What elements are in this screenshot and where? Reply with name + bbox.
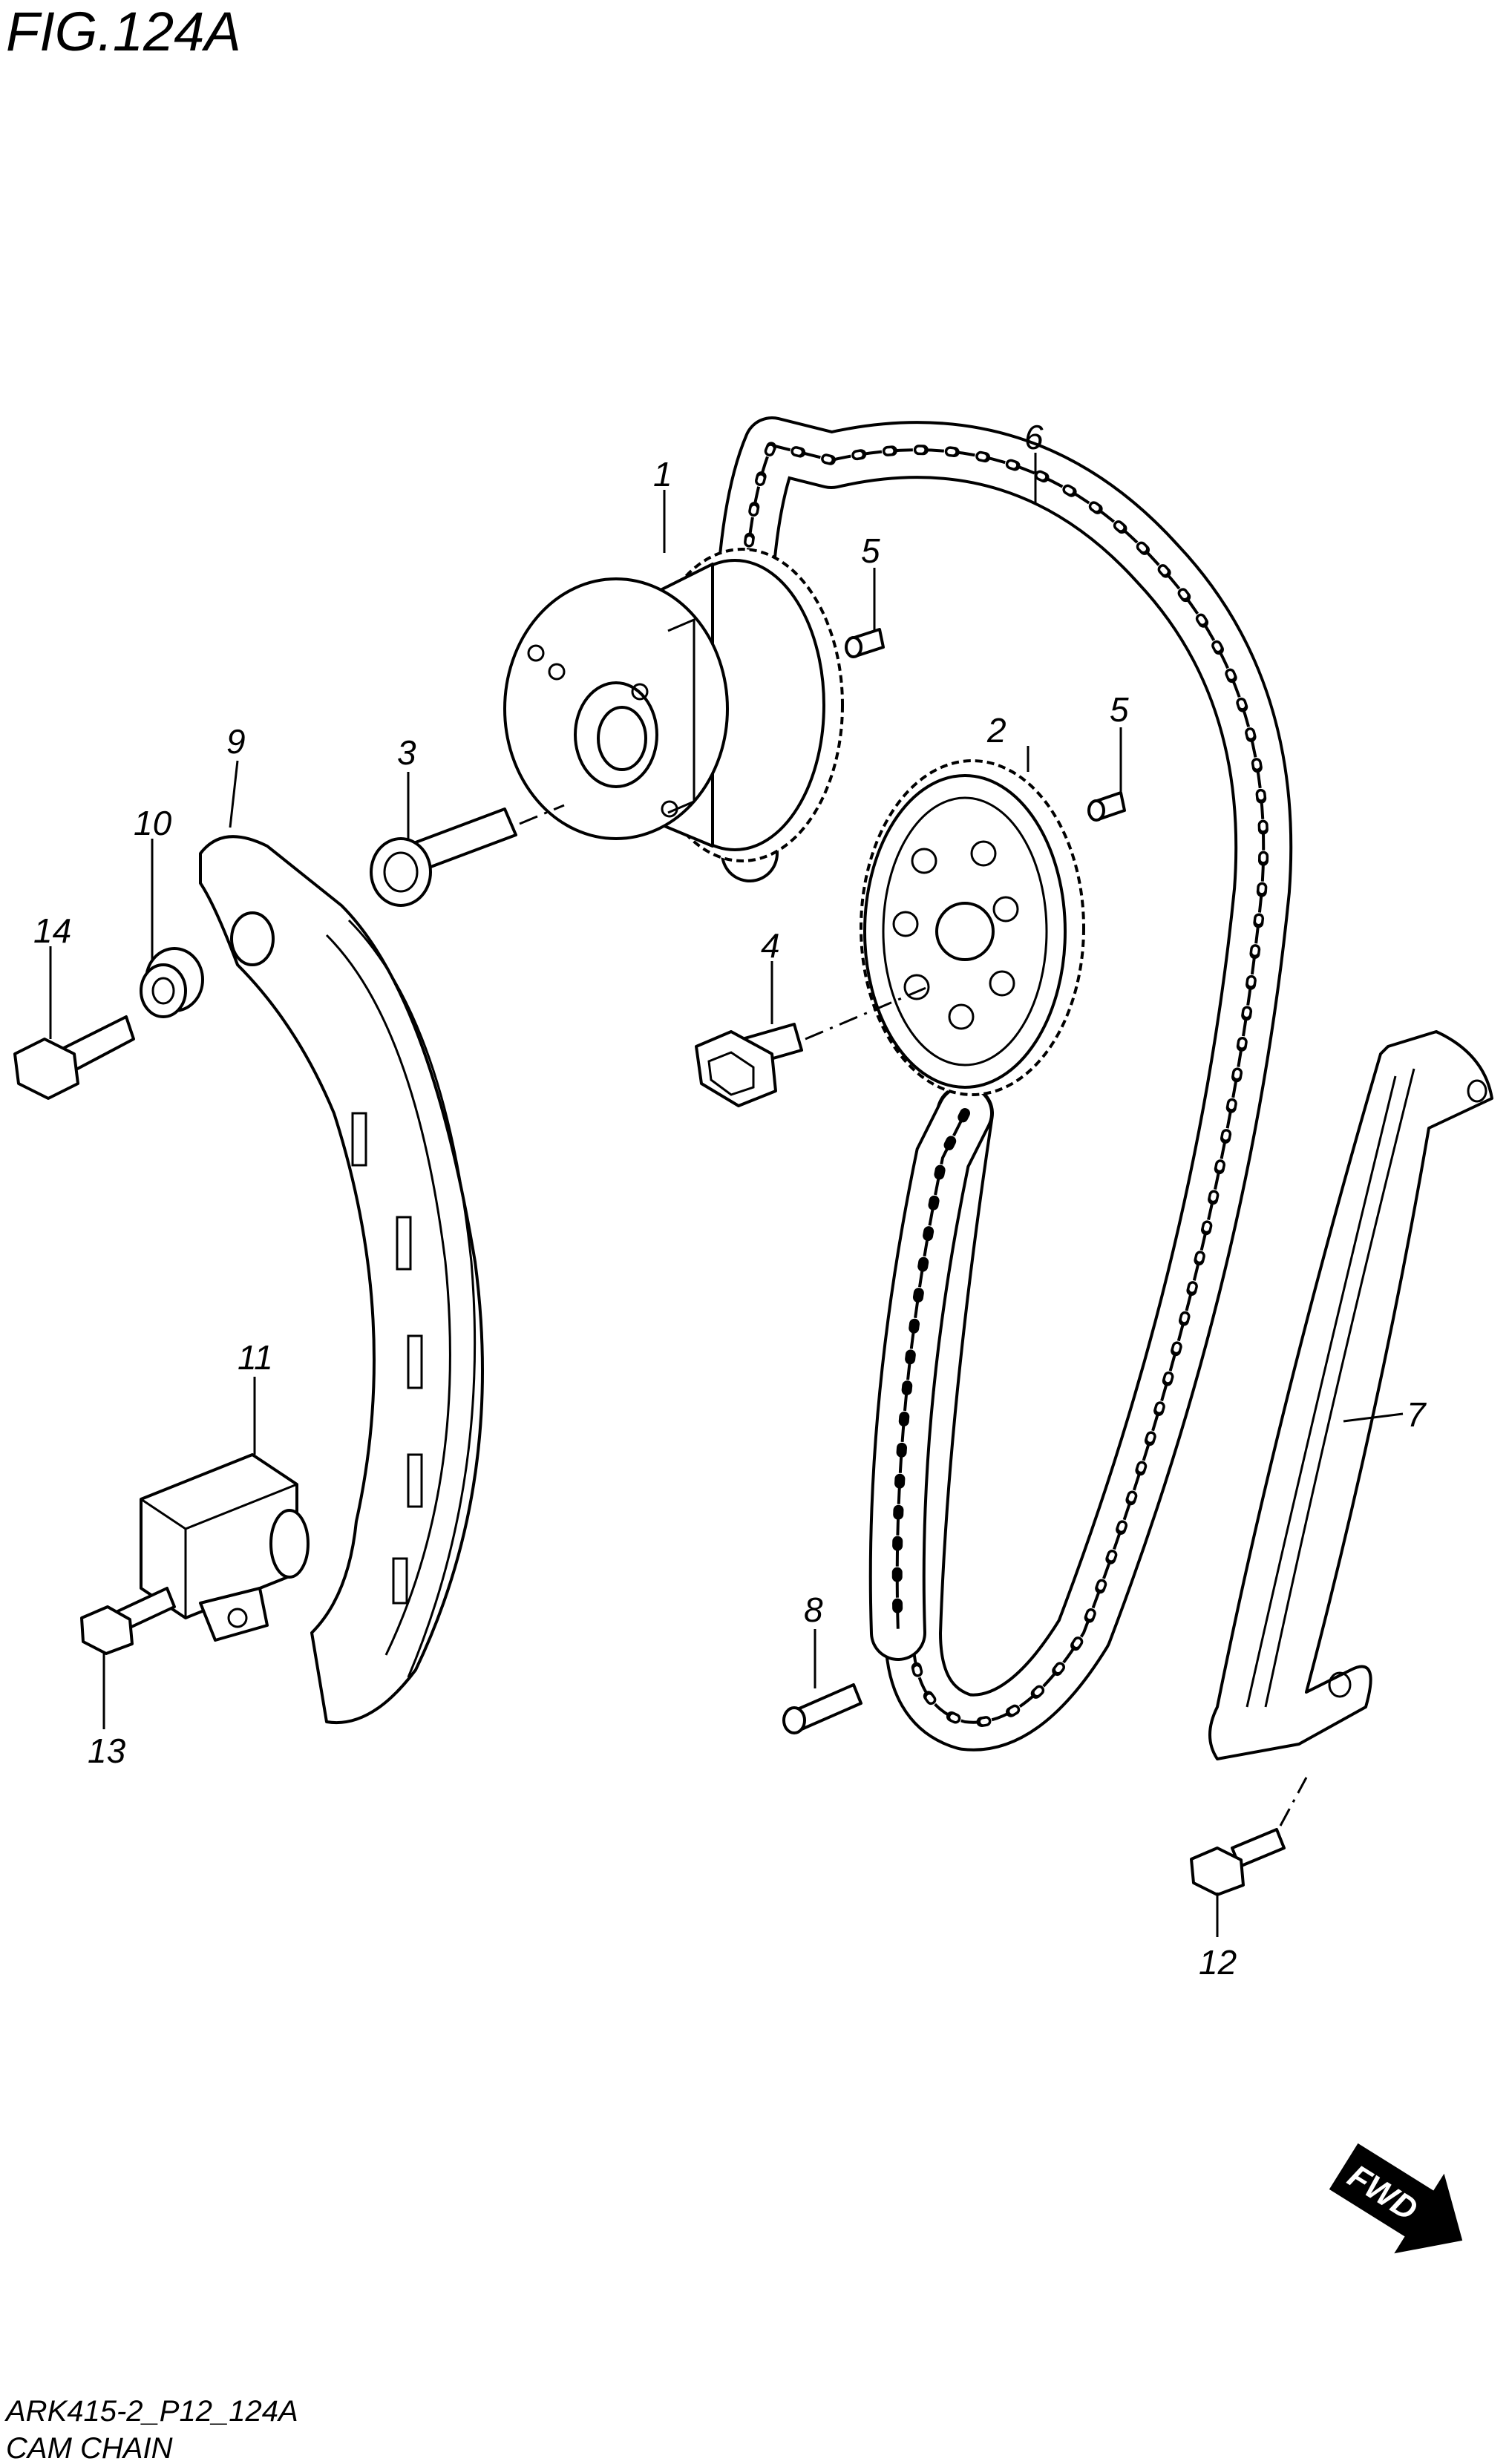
dowel-pin-8 bbox=[782, 1683, 862, 1734]
figure-title: FIG.124A bbox=[6, 1, 241, 62]
dowel-pin-5a bbox=[845, 628, 885, 658]
callout-8: 8 bbox=[804, 1590, 823, 1629]
callout-5b: 5 bbox=[1110, 690, 1129, 729]
callout-11: 11 bbox=[238, 1338, 273, 1377]
washer-10 bbox=[140, 947, 204, 1018]
callout-10: 10 bbox=[134, 804, 172, 842]
callout-7: 7 bbox=[1407, 1395, 1427, 1434]
cam-sprocket-bolt-4 bbox=[695, 986, 929, 1107]
cam-sprocket-bolt-3 bbox=[370, 804, 565, 907]
callout-1: 1 bbox=[653, 455, 672, 494]
chain-guide bbox=[1208, 1030, 1493, 1760]
callout-14: 14 bbox=[33, 911, 71, 950]
vvt-cam-sprocket bbox=[503, 548, 844, 862]
callout-9: 9 bbox=[226, 722, 246, 761]
cam-sprocket bbox=[860, 759, 1085, 1096]
callout-6: 6 bbox=[1024, 418, 1044, 456]
cam-chain bbox=[713, 416, 1293, 1752]
chain-tensioner-arm bbox=[199, 835, 484, 1725]
bolt-12 bbox=[1190, 1777, 1308, 1896]
callout-5a: 5 bbox=[861, 531, 880, 570]
leader-lines bbox=[49, 453, 1404, 1937]
figure-code: ARK415-2_P12_124A bbox=[4, 2395, 298, 2428]
callout-2: 2 bbox=[986, 711, 1006, 750]
bolt-13 bbox=[80, 1587, 176, 1655]
callout-labels: 1 2 3 4 5 5 6 7 8 9 10 11 12 13 14 bbox=[33, 418, 1427, 1982]
callout-3: 3 bbox=[397, 733, 416, 772]
dowel-pin-5b bbox=[1087, 791, 1126, 822]
figure-name: CAM CHAIN bbox=[6, 2432, 173, 2464]
callout-13: 13 bbox=[88, 1731, 126, 1770]
fwd-arrow: FWD bbox=[1329, 2143, 1463, 2254]
callout-4: 4 bbox=[761, 926, 780, 965]
callout-12: 12 bbox=[1199, 1943, 1237, 1982]
bolt-14 bbox=[13, 1015, 135, 1100]
chain-tensioner bbox=[140, 1453, 310, 1642]
